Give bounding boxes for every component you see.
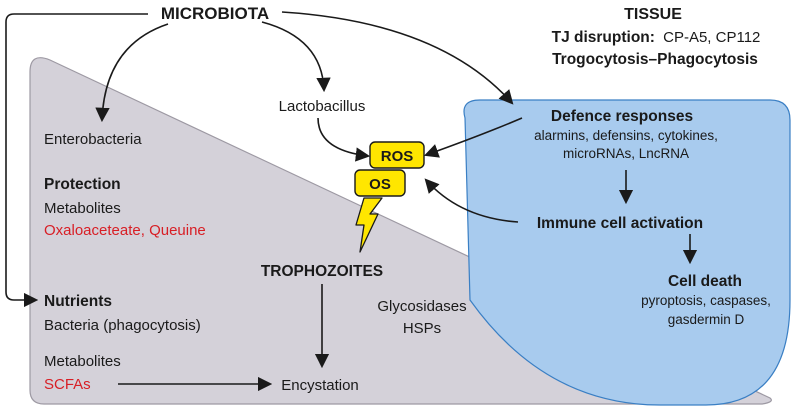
lactobacillus-label: Lactobacillus xyxy=(279,98,366,115)
arrow-microbiota-to-enterobacteria xyxy=(95,23,169,123)
microbiota-label: MICROBIOTA xyxy=(161,4,269,23)
cell-death-line-1: pyroptosis, caspases, xyxy=(641,293,771,308)
encystation-label: Encystation xyxy=(281,377,359,394)
defence-line-2: microRNAs, LncRNA xyxy=(563,146,689,161)
ros-label: ROS xyxy=(381,148,414,165)
os-label: OS xyxy=(369,176,391,193)
arrow-microbiota-to-tissue xyxy=(281,11,514,105)
trophozoites-label: TROPHOZOITES xyxy=(261,263,383,280)
enterobacteria-label: Enterobacteria xyxy=(44,131,142,148)
scfas-label: SCFAs xyxy=(44,376,91,393)
nutrients-bacteria: Bacteria (phagocytosis) xyxy=(44,317,201,334)
immune-activation-label: Immune cell activation xyxy=(537,215,703,232)
arrow-microbiota-to-nutrients xyxy=(5,13,148,308)
cell-death-title: Cell death xyxy=(668,273,742,290)
defence-title: Defence responses xyxy=(551,108,693,125)
trogocytosis-label: Trogocytosis–Phagocytosis xyxy=(552,51,758,68)
tj-disruption: TJ disruption: CP-A5, CP112 xyxy=(552,29,761,46)
defence-line-1: alarmins, defensins, cytokines, xyxy=(534,128,718,143)
tj-disruption-label: TJ disruption: xyxy=(552,29,655,46)
protection-items: Oxaloaceteate, Queuine xyxy=(44,222,206,239)
tj-disruption-value: CP-A5, CP112 xyxy=(663,29,760,46)
tissue-half-circle xyxy=(463,99,791,406)
tissue-title: TISSUE xyxy=(624,6,682,23)
arrow-immune-to-os xyxy=(424,178,519,223)
protection-metabolites: Metabolites xyxy=(44,200,121,217)
nutrients-title: Nutrients xyxy=(44,293,112,310)
lightning-bolt-icon xyxy=(355,197,383,253)
glycosidases-label: Glycosidases xyxy=(377,298,466,315)
arrow-defence-to-ros xyxy=(423,117,523,158)
nutrients-metabolites: Metabolites xyxy=(44,353,121,370)
arrow-lactobacillus-to-ros xyxy=(317,117,371,162)
hsps-label: HSPs xyxy=(403,320,441,337)
ros-badge xyxy=(369,141,425,169)
cell-death-line-2: gasdermin D xyxy=(668,312,745,327)
protection-title: Protection xyxy=(44,176,121,193)
arrow-microbiota-to-lactobacillus xyxy=(261,21,331,93)
os-badge xyxy=(354,169,406,197)
